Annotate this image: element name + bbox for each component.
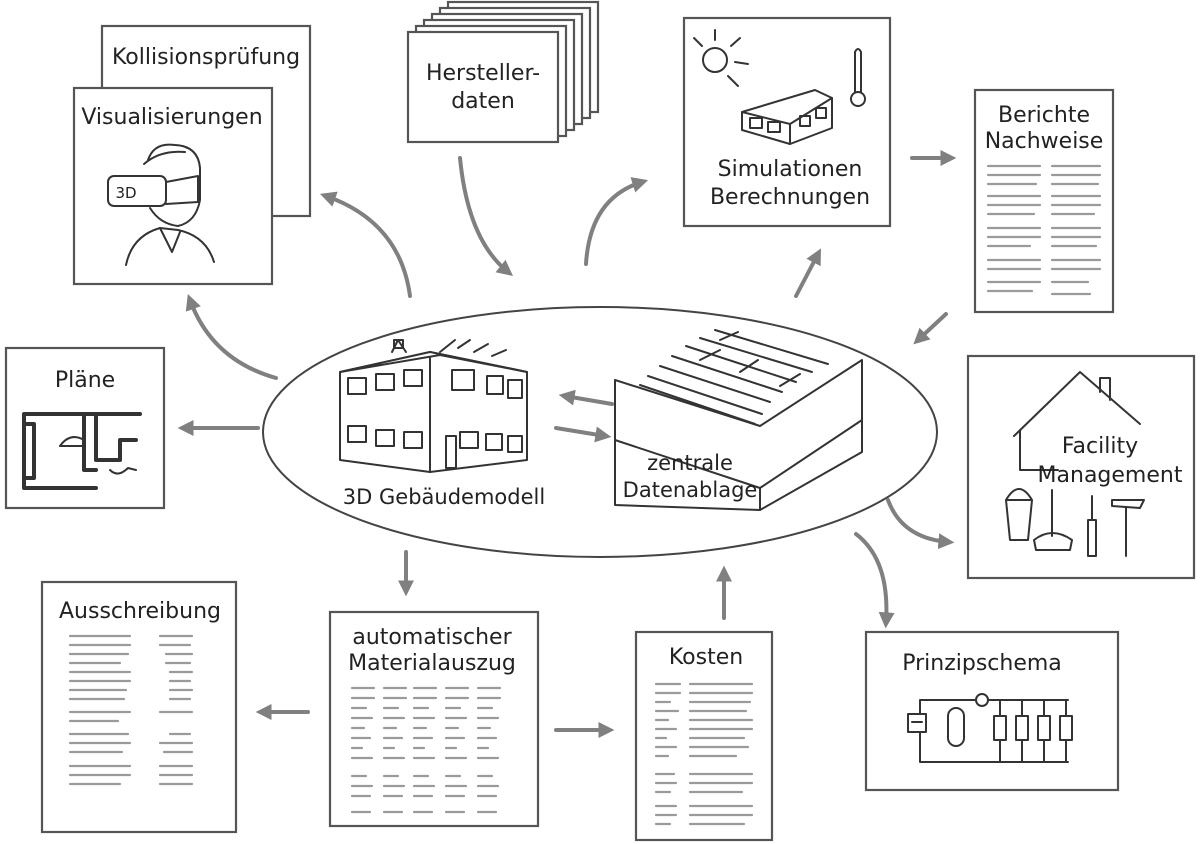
herstellerdaten-label-line2: daten [451,89,515,114]
ausschreibung-text-lines [68,634,194,786]
kosten-label: Kosten [669,645,743,670]
building-model-label: 3D Gebäudemodell [343,485,545,509]
arrow-model-to-visualisierungen [319,191,412,298]
herstellerdaten-stack [406,0,600,144]
kollisionspruefung-label: Kollisionsprüfung [112,45,300,70]
facility-card [966,354,1196,580]
materialauszug-label-line2: Materialauszug [348,651,516,676]
kosten-text-lines [654,682,754,826]
schematic-sketch [907,693,1073,763]
sun-building-thermometer-sketch [693,29,866,145]
herstellerdaten-label-line1: Hersteller- [426,61,540,86]
building-model-sketch [339,339,528,473]
prinzipschema-card [864,630,1120,792]
materialauszug-text-columns [350,686,502,814]
floor-plan-sketch [22,412,142,490]
arrow-model-to-simulationen-lower [794,248,821,298]
berichte-card [973,88,1115,314]
materialauszug-label-line1: automatischer [352,625,512,650]
arrow-model-to-storage [554,426,612,443]
arrow-storage-to-model [558,389,614,406]
arrow-herstellerdaten-to-model [458,156,513,277]
berichte-label-line2: Nachweise [985,129,1104,154]
visualisierungen-label: Visualisierungen [81,105,262,130]
berichte-text-lines [986,164,1102,296]
facility-label-line1: Facility [1062,434,1138,459]
vr-badge-label: 3D [115,184,136,202]
plaene-label: Pläne [55,368,115,393]
storage-label-line2: Datenablage [623,478,758,502]
data-storage-sketch [614,329,863,511]
facility-label-line2: Management [1038,463,1183,488]
arrow-model-to-visualisierungen-lower [185,293,278,380]
simulationen-label-line1: Simulationen [718,157,863,182]
storage-label-line1: zentrale [647,451,733,475]
prinzipschema-label: Prinzipschema [902,651,1062,676]
arrow-berichte-to-model [913,312,948,345]
simulationen-label-line2: Berechnungen [710,185,870,210]
arrow-model-to-simulationen [584,177,649,266]
ausschreibung-label: Ausschreibung [59,599,221,624]
house-tools-sketch [1005,371,1145,557]
arrow-model-to-facility [886,498,955,550]
ausschreibung-card [40,580,238,834]
arrow-model-to-prinzipschema [854,532,895,629]
vr-headset-person-sketch [107,143,215,266]
berichte-label-line1: Berichte [998,103,1090,128]
